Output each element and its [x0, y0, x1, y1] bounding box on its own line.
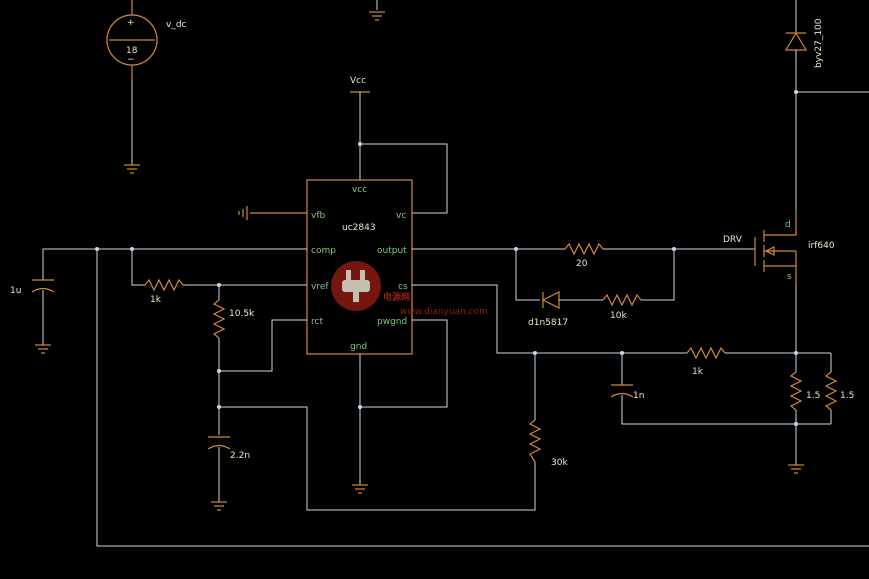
capacitor-2n2[interactable] — [207, 436, 231, 450]
r-vref-label: 1k — [150, 295, 162, 305]
pin-d: d — [785, 220, 791, 230]
diode-byv27[interactable] — [784, 31, 808, 51]
diode-d1n5817[interactable] — [541, 291, 560, 309]
plus-sign: + — [127, 18, 135, 28]
resistor-1p5-b[interactable] — [824, 371, 838, 411]
minus-sign: − — [127, 55, 135, 65]
ground-symbol — [369, 11, 385, 21]
resistor-1k-vref[interactable] — [144, 278, 184, 292]
pin-vc: vc — [396, 211, 406, 221]
c-cs-label: 1n — [633, 391, 644, 401]
r-sense1-label: 1.5 — [806, 391, 820, 401]
pin-vref: vref — [311, 282, 329, 292]
pin-comp: comp — [311, 246, 336, 256]
resistor-10k[interactable] — [602, 293, 642, 307]
pin-vfb: vfb — [311, 211, 325, 221]
r-rt-label: 10.5k — [229, 309, 255, 319]
vcc-label: Vcc — [350, 76, 366, 86]
r-cs-label: 1k — [692, 367, 704, 377]
c-ct-label: 2.2n — [230, 451, 250, 461]
diode-top-label: byv27_100 — [814, 18, 824, 68]
r-sense2-label: 1.5 — [840, 391, 854, 401]
ground-symbol — [352, 484, 368, 494]
watermark-url: www.dianyuan.com — [400, 307, 488, 317]
source-value: 18 — [126, 46, 138, 56]
mosfet-irf640[interactable] — [754, 210, 797, 285]
ic-uc2843[interactable]: uc2843 vcc vfb vc comp output vref cs rc… — [306, 179, 413, 355]
resistor-10k5[interactable] — [212, 299, 226, 339]
watermark-text: 电源网 — [383, 291, 410, 303]
pin-cs: cs — [398, 282, 408, 292]
resistor-1p5-a[interactable] — [789, 371, 803, 411]
ground-symbol — [211, 501, 227, 511]
ground-symbol — [124, 164, 140, 174]
c-comp-label: 1u — [10, 286, 21, 296]
voltage-source[interactable]: + − 18 v_dc — [106, 0, 187, 80]
pin-s: s — [787, 272, 792, 282]
ground-symbol — [35, 344, 51, 354]
pin-vcc: vcc — [352, 185, 367, 195]
r-gate-dis-label: 10k — [610, 311, 627, 321]
capacitor-1u[interactable] — [31, 279, 55, 293]
pin-rct: rct — [311, 317, 323, 327]
ground-symbol — [788, 464, 804, 474]
resistor-30k[interactable] — [528, 419, 542, 463]
capacitor-1n[interactable] — [610, 384, 634, 398]
drv-label: DRV — [723, 235, 743, 245]
watermark-logo: 电源网 www.dianyuan.com — [331, 261, 488, 317]
source-name: v_dc — [166, 20, 187, 30]
pin-pwgnd: pwgnd — [377, 317, 407, 327]
mosfet-label: irf640 — [808, 241, 835, 251]
r-gate-label: 20 — [576, 259, 588, 269]
pin-output: output — [377, 246, 407, 256]
r-slope-label: 30k — [551, 458, 568, 468]
ic-name: uc2843 — [342, 223, 376, 233]
resistor-20[interactable] — [564, 242, 604, 256]
pin-gnd: gnd — [350, 342, 367, 352]
diode-gate-label: d1n5817 — [528, 318, 568, 328]
resistor-1k-cs[interactable] — [686, 346, 726, 360]
